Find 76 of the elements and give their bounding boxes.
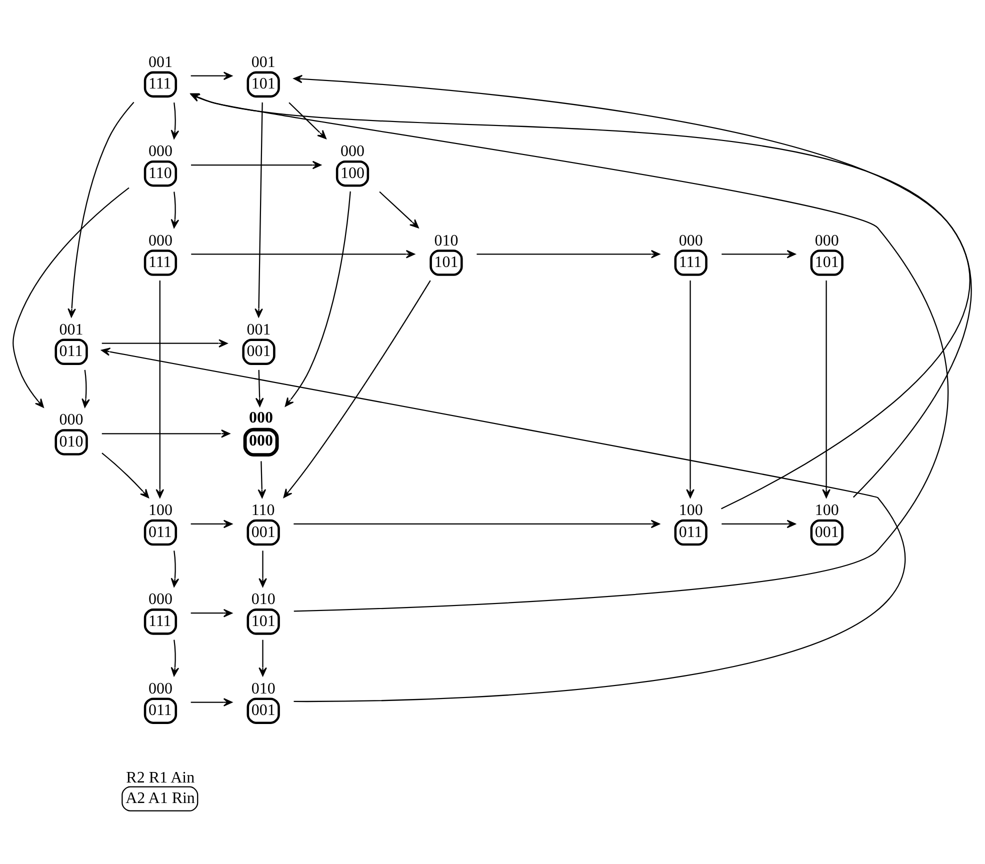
node-box: 110: [144, 160, 178, 186]
arrow: [68, 101, 134, 317]
node-box: 101: [246, 70, 280, 98]
node-label: 000: [249, 408, 274, 426]
arrow: [283, 280, 431, 498]
arrow: [258, 639, 267, 676]
node-label: 000: [814, 232, 839, 249]
node-box: 111: [144, 249, 178, 276]
node-box: 111: [674, 249, 708, 276]
node-box: 001: [246, 697, 280, 724]
arrow: [101, 347, 904, 702]
node-label: 000: [148, 590, 172, 608]
node-label: R2 R1 Ain: [126, 769, 195, 786]
arrow: [258, 460, 266, 498]
node-label: 001: [246, 320, 271, 338]
node-label: 100: [814, 502, 839, 519]
arrow: [102, 428, 230, 438]
node-box: 010: [54, 428, 88, 455]
node-label: 010: [251, 680, 276, 697]
arrow: [476, 250, 660, 258]
node-label: 001: [251, 53, 276, 70]
node-label: 000: [148, 232, 172, 249]
node-label: 000: [340, 142, 364, 160]
arrow: [294, 519, 660, 528]
arrow: [190, 519, 232, 528]
arrow: [722, 250, 796, 258]
node-box: 101: [810, 249, 844, 276]
arrow: [822, 280, 830, 498]
node-label: 000: [678, 232, 703, 249]
arrow: [258, 550, 267, 587]
arrow: [102, 338, 228, 348]
arrow: [170, 191, 180, 228]
node-label: 010: [434, 232, 458, 249]
arrow: [722, 519, 796, 528]
node-box: 111: [144, 70, 178, 98]
node-box: 001: [810, 518, 844, 546]
arrow: [190, 608, 232, 617]
arrow: [190, 71, 232, 80]
arrow: [170, 639, 180, 676]
node-label: 100: [678, 502, 703, 519]
arrow: [379, 190, 419, 228]
node-label: 001: [148, 53, 172, 70]
node-box: 101: [430, 249, 463, 276]
node-label: 010: [251, 590, 276, 608]
node-label: 100: [148, 502, 172, 519]
node-label: 001: [59, 320, 84, 338]
node-box: 011: [144, 697, 178, 724]
node-box: 100: [336, 160, 370, 186]
node-box: 011: [674, 518, 708, 546]
node-label: 110: [251, 502, 275, 519]
arrow: [288, 102, 326, 139]
arrow: [255, 369, 264, 406]
arrow: [82, 369, 90, 408]
arrow: [191, 250, 415, 258]
node-box: 000: [243, 427, 279, 456]
node-box: 001: [242, 338, 276, 365]
arrow: [293, 74, 972, 498]
node-label: 000: [148, 680, 172, 697]
node-label: 000: [148, 142, 172, 160]
arrow: [102, 452, 150, 498]
arrow: [191, 160, 322, 169]
arrow: [12, 186, 130, 408]
node-box: 111: [144, 608, 178, 634]
arrow: [156, 280, 164, 498]
arrow: [686, 280, 694, 498]
arrow: [254, 102, 263, 317]
arrow: [190, 698, 232, 706]
node-label: 000: [59, 411, 84, 428]
node-box: 011: [54, 338, 88, 365]
arrow: [170, 102, 180, 139]
node-box: 101: [246, 608, 280, 634]
arrow: [284, 190, 351, 406]
arrow: [170, 550, 180, 587]
node-box: 001: [246, 518, 280, 546]
node-box: A2 A1 Rin: [122, 786, 198, 811]
node-box: 011: [144, 518, 178, 546]
